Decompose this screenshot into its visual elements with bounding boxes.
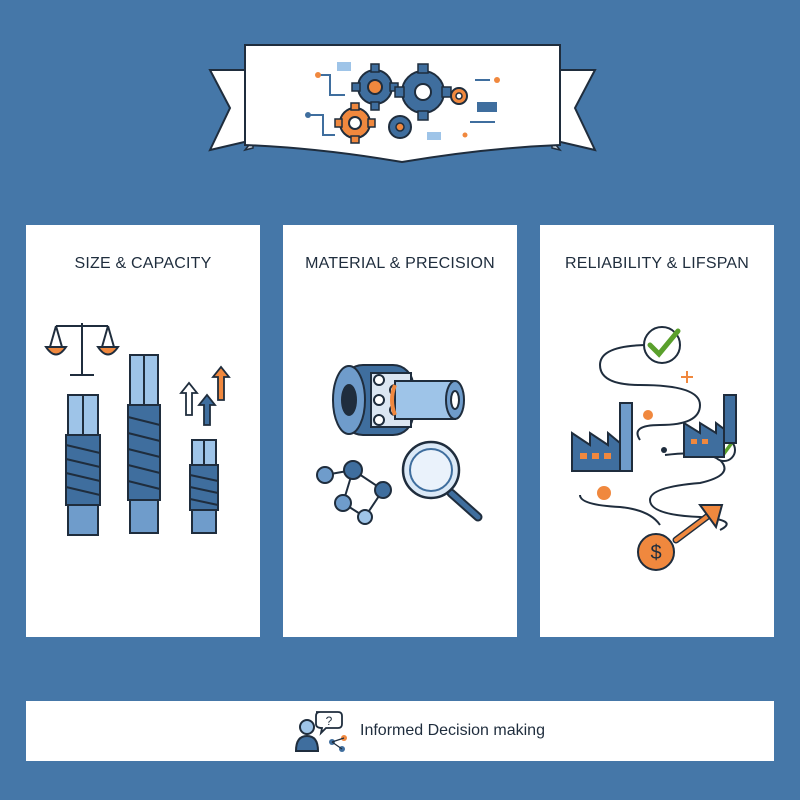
svg-text:$: $ (650, 542, 661, 564)
factory-icon (683, 394, 737, 458)
drill-bit-icon (65, 394, 101, 536)
up-arrow-icon (179, 365, 231, 426)
material-illustration (316, 364, 483, 525)
drill-bit-icon (127, 354, 161, 534)
factory-icon (571, 402, 633, 472)
panel-title: MATERIAL & PRECISION (305, 255, 495, 272)
panel-material-precision: MATERIAL & PRECISION (283, 225, 517, 637)
size-illustration (44, 323, 231, 536)
reliability-illustration: $ (571, 326, 737, 571)
panel-reliability-lifespan: $ RELIABILITY & LIFSPAN (540, 225, 774, 637)
dollar-coin-icon: $ (637, 533, 675, 571)
gears-icon (305, 62, 500, 144)
svg-text:?: ? (326, 714, 333, 728)
molecule-icon (316, 460, 392, 525)
balance-scale-icon (44, 323, 120, 376)
panel-title: RELIABILITY & LIFSPAN (564, 255, 750, 272)
check-icon (643, 326, 681, 364)
panel-title: SIZE & CAPACITY (74, 255, 212, 272)
panel-size-capacity: SIZE & CAPACITY (26, 225, 260, 637)
growth-arrow-icon (672, 504, 724, 544)
bearing-icon (332, 364, 465, 436)
magnifier-icon (401, 440, 483, 522)
person-question-icon: ? (294, 711, 347, 752)
footer-text: Informed Decision making (360, 722, 545, 739)
footer-bar: ? Informed Decision making (26, 701, 774, 761)
drill-bit-icon (189, 439, 219, 534)
header-banner (208, 44, 597, 164)
